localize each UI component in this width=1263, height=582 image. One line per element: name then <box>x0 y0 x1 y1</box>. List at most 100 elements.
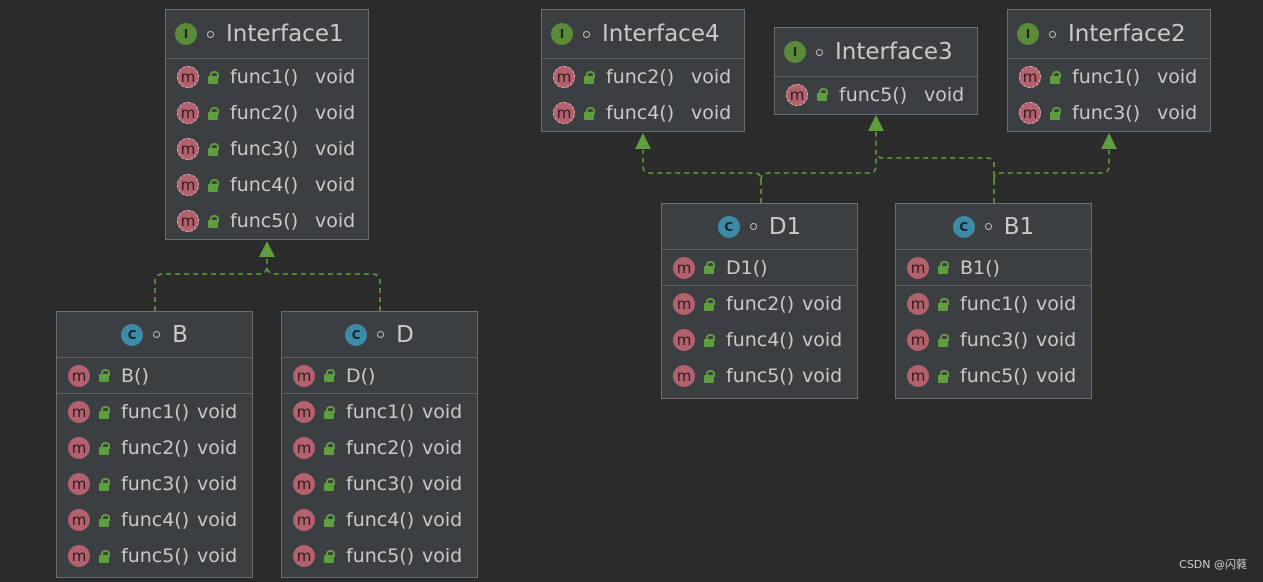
public-lock-icon <box>584 106 595 120</box>
class-icon: C <box>717 215 740 238</box>
public-lock-icon <box>208 70 219 84</box>
edge-d1-interface4 <box>642 150 762 203</box>
class-icon: C <box>121 323 144 346</box>
method-name: func1() <box>1072 66 1141 88</box>
interface4-header: I Interface4 <box>542 10 744 59</box>
visibility-icon <box>153 331 161 338</box>
abstract-method-icon: m <box>786 83 808 106</box>
public-lock-icon <box>704 297 715 311</box>
method-icon: m <box>673 256 695 279</box>
abstract-method-icon: m <box>1019 102 1041 124</box>
method-return-type: void <box>691 102 732 124</box>
abstract-method-icon: m <box>177 210 199 232</box>
visibility-icon <box>207 30 214 38</box>
edge-b1-interface2 <box>993 150 1110 181</box>
method-row[interactable]: m func2() void <box>57 430 252 466</box>
public-lock-icon <box>938 333 949 347</box>
method-icon: m <box>673 293 695 315</box>
method-name: func4() <box>606 102 675 124</box>
method-icon: m <box>673 329 695 351</box>
public-lock-icon <box>208 214 219 228</box>
class-icon: C <box>345 323 368 346</box>
method-return-type: void <box>802 293 843 315</box>
method-return-type: void <box>197 473 238 495</box>
method-return-type: void <box>315 138 356 160</box>
method-return-type: void <box>197 437 238 459</box>
public-lock-icon <box>1050 70 1061 84</box>
method-name: func1() <box>960 293 1029 315</box>
class-d1-header: C D1 <box>662 204 857 250</box>
method-name: func2() <box>121 437 190 459</box>
method-name: func2() <box>726 293 795 315</box>
method-name: func1() <box>121 401 190 423</box>
visibility-icon <box>377 331 385 338</box>
visibility-icon <box>749 223 757 230</box>
method-icon: m <box>68 401 90 423</box>
method-return-type: void <box>1036 329 1077 351</box>
edge-b-interface1 <box>154 255 268 311</box>
public-lock-icon <box>99 513 110 527</box>
class-d1-title: D1 <box>768 213 802 240</box>
public-lock-icon <box>704 333 715 347</box>
class-b1-header: C B1 <box>896 204 1091 250</box>
method-name: func4() <box>726 329 795 351</box>
method-icon: m <box>293 473 315 495</box>
method-name: func5() <box>346 545 415 567</box>
method-row[interactable]: m func2() void <box>662 286 857 322</box>
visibility-icon <box>1049 30 1056 38</box>
method-return-type: void <box>422 473 463 495</box>
method-icon: m <box>68 509 90 531</box>
public-lock-icon <box>938 297 949 311</box>
method-icon: m <box>68 437 90 459</box>
method-icon: m <box>673 365 695 387</box>
class-d-header: C D <box>282 312 477 358</box>
interface-icon: I <box>175 23 197 45</box>
interface1-title: Interface1 <box>226 21 344 47</box>
public-lock-icon <box>324 405 335 419</box>
method-row[interactable]: m func1() void <box>57 394 252 430</box>
method-return-type: void <box>197 509 238 531</box>
public-lock-icon <box>324 369 335 382</box>
public-lock-icon <box>1050 106 1061 120</box>
method-name: func1() <box>230 66 299 88</box>
public-lock-icon <box>324 549 335 563</box>
method-return-type: void <box>197 401 238 423</box>
public-lock-icon <box>704 261 715 274</box>
abstract-method-icon: m <box>177 138 199 160</box>
